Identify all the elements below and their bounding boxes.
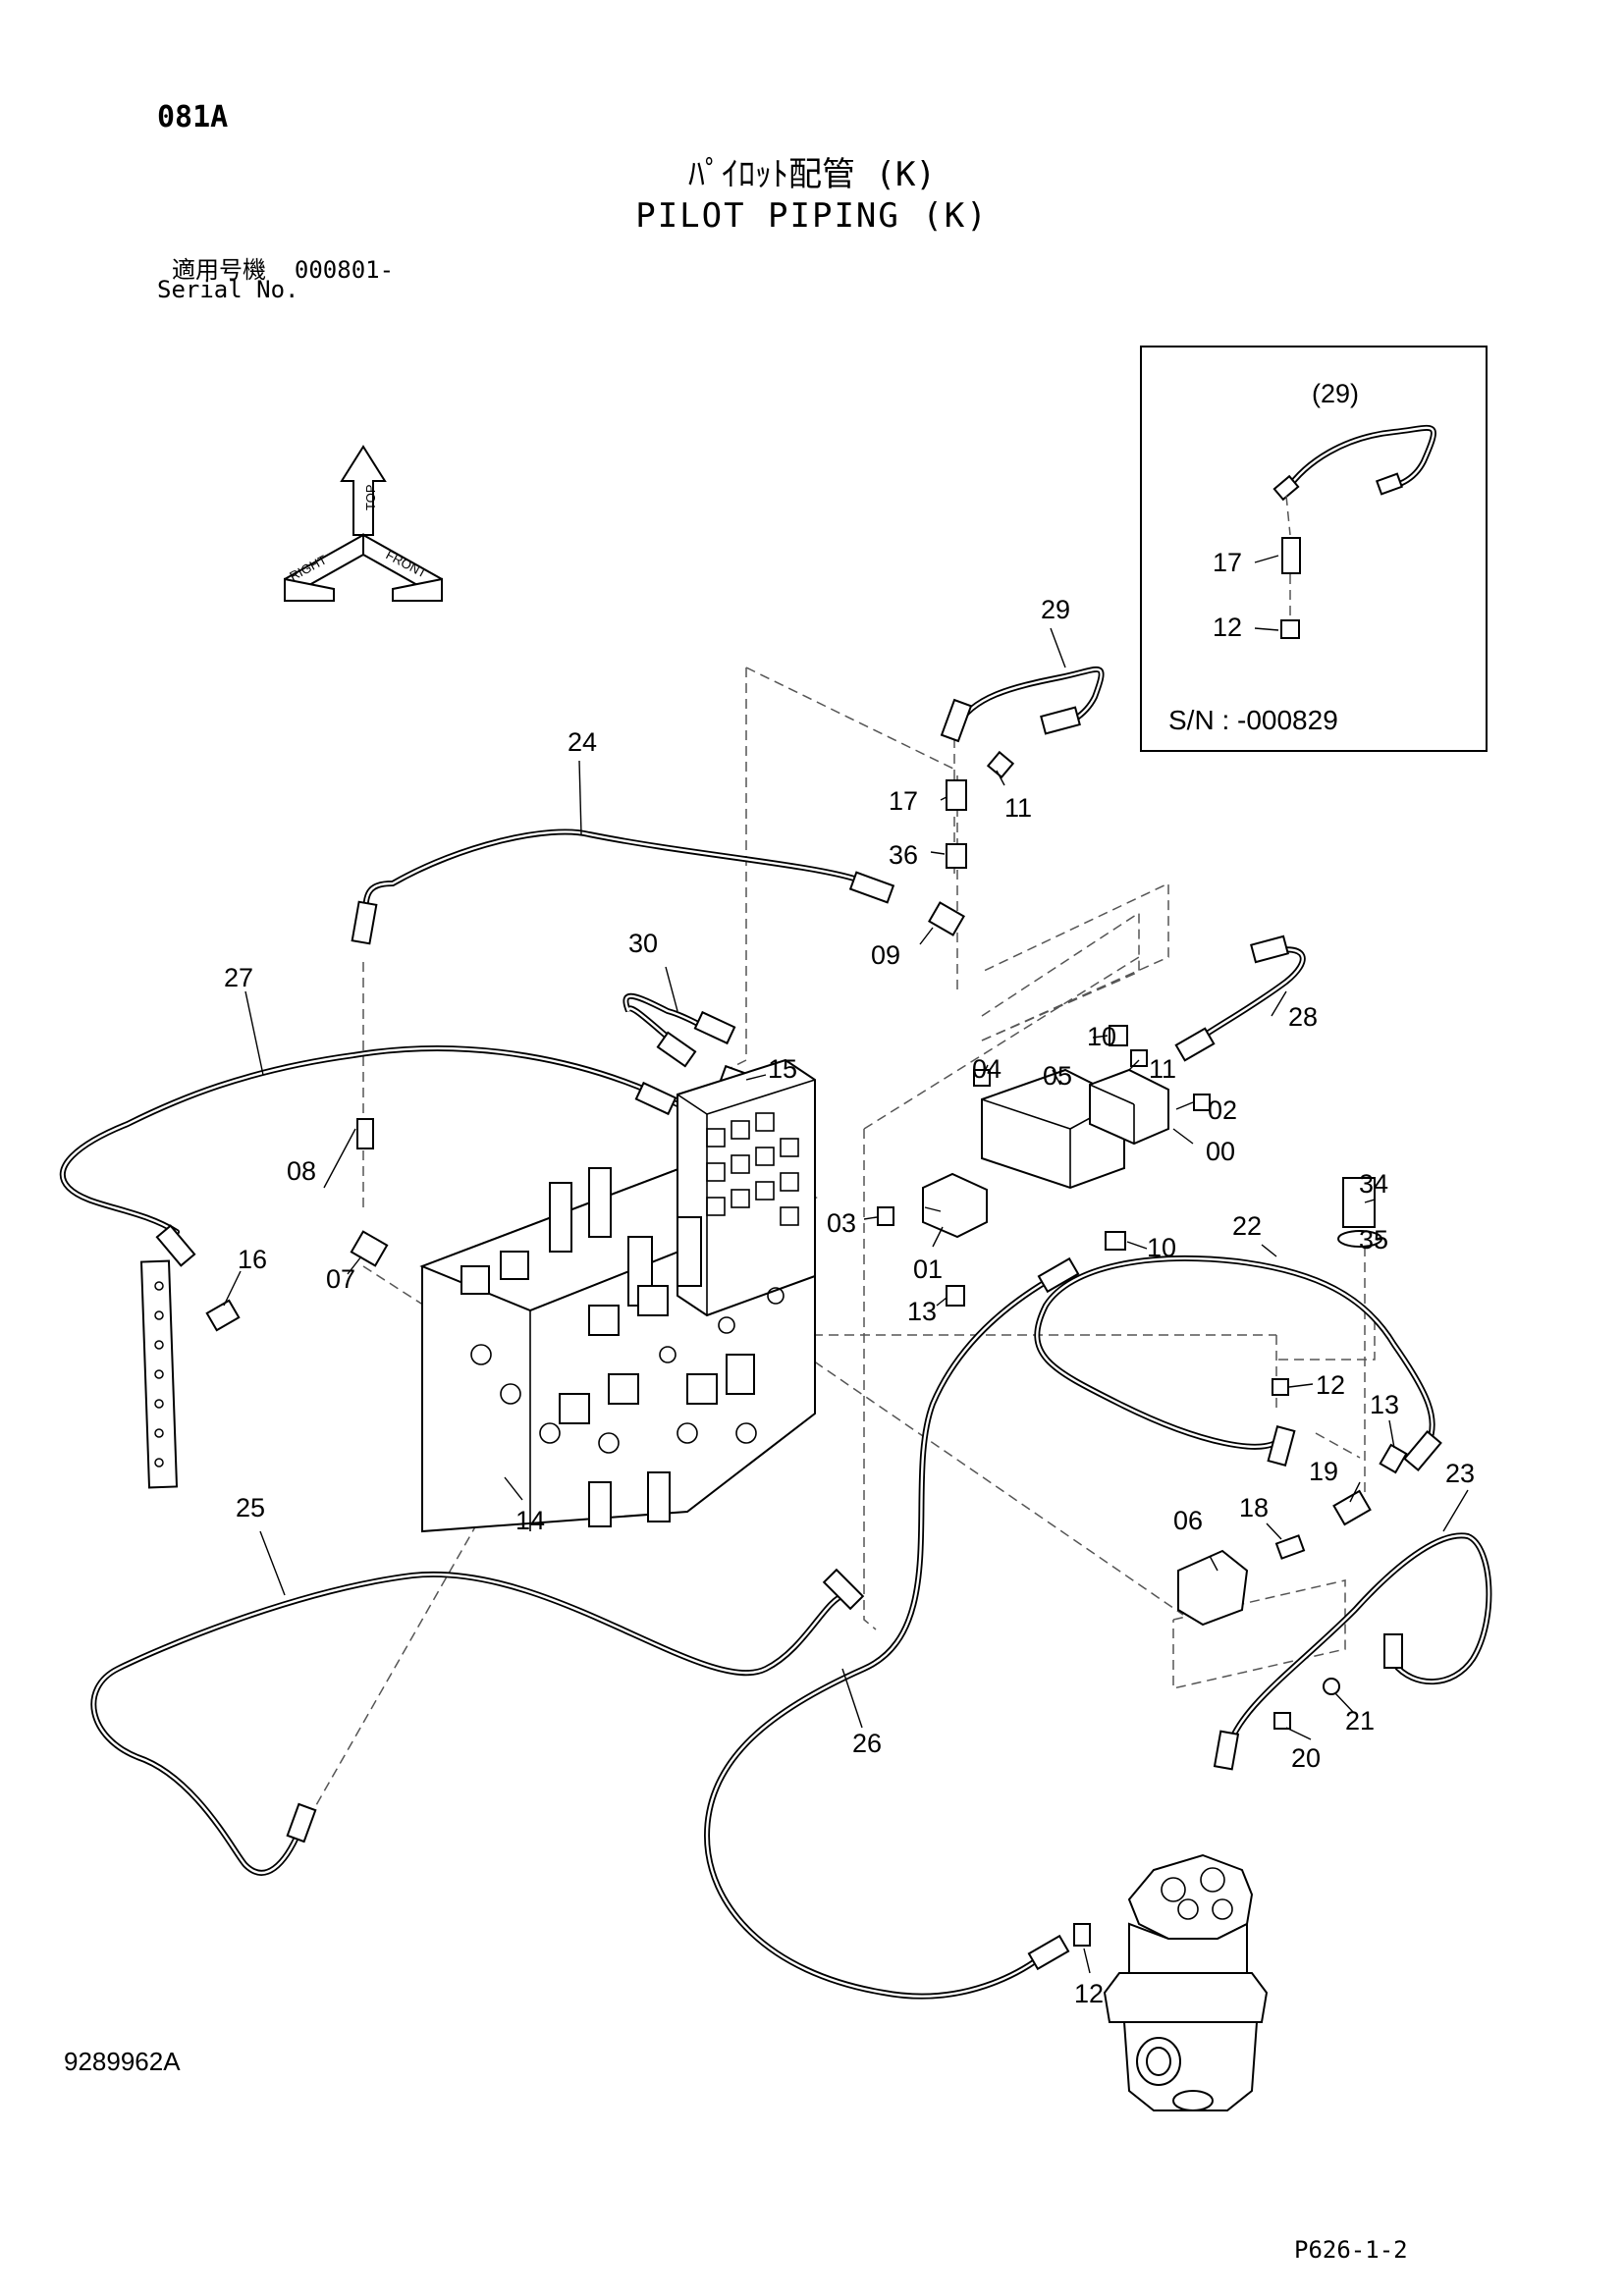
part-label-18: 18 xyxy=(1239,1493,1269,1522)
leader-lines xyxy=(223,627,1469,1974)
serial-variant-inset: (29) 17 12 xyxy=(1140,346,1488,752)
part-label-27: 27 xyxy=(224,963,253,992)
orientation-indicator: TOP RIGHT FRONT xyxy=(284,445,443,602)
part-label-22: 22 xyxy=(1232,1211,1262,1241)
part-label-13-left: 13 xyxy=(907,1297,937,1326)
part-label-36: 36 xyxy=(889,840,918,870)
page-reference: P626-1-2 xyxy=(1294,2236,1408,2264)
elbow-fitting-16 xyxy=(205,1299,241,1332)
part-label-28: 28 xyxy=(1288,1002,1318,1032)
orientation-top-label: TOP xyxy=(363,485,378,511)
part-label-05: 05 xyxy=(1043,1061,1072,1091)
elbow-fitting-13-left xyxy=(946,1285,965,1307)
part-label-26: 26 xyxy=(852,1729,882,1758)
serial-value: 000801- xyxy=(294,256,395,284)
inset-label-17: 17 xyxy=(1213,548,1242,577)
hose-30 xyxy=(623,992,725,1048)
connector-18 xyxy=(1274,1534,1306,1560)
part-label-08: 08 xyxy=(287,1156,316,1186)
part-label-24: 24 xyxy=(568,727,597,757)
hose-27 xyxy=(59,1045,680,1235)
tee-fitting-17 xyxy=(946,779,967,811)
inset-frame xyxy=(1140,346,1488,752)
hose-29 xyxy=(954,667,1105,731)
part-label-06: 06 xyxy=(1173,1506,1203,1535)
fittings xyxy=(205,750,1408,1947)
bolt-02 xyxy=(1193,1094,1211,1111)
part-label-00: 00 xyxy=(1206,1137,1235,1166)
part-labels: 29 24 17 11 36 09 30 27 28 10 15 11 04 0… xyxy=(224,595,1475,2008)
hose-26 xyxy=(703,1273,1058,2000)
part-label-07: 07 xyxy=(326,1264,355,1294)
part-label-02: 02 xyxy=(1208,1095,1237,1125)
part-label-15: 15 xyxy=(768,1054,797,1084)
part-label-25: 25 xyxy=(236,1493,265,1522)
hose-22 xyxy=(1034,1255,1435,1450)
part-label-04: 04 xyxy=(972,1054,1001,1084)
inset-label-12: 12 xyxy=(1213,613,1242,642)
components xyxy=(139,1068,1249,1627)
connector-08 xyxy=(356,1118,374,1149)
part-label-03: 03 xyxy=(827,1208,856,1238)
part-label-34: 34 xyxy=(1359,1169,1388,1199)
hose-end-fittings xyxy=(155,698,1442,1971)
control-valve-assembly xyxy=(419,1058,818,1533)
bolt-04 xyxy=(973,1069,991,1087)
filter-34 xyxy=(1342,1177,1376,1228)
elbow-fitting-10-lower xyxy=(1105,1231,1126,1251)
serial-applicability: 適用号機 000801- xyxy=(172,250,394,285)
adapter-36 xyxy=(946,843,967,869)
plug-12-right xyxy=(1272,1378,1289,1396)
title-japanese: ﾊﾟｲﾛｯﾄ配管 (K) xyxy=(688,155,936,194)
part-label-09: 09 xyxy=(871,940,900,970)
hose-23 xyxy=(1224,1532,1492,1755)
elbow-fitting-10-upper xyxy=(1109,1025,1128,1046)
inset-label-29: (29) xyxy=(1312,379,1359,408)
part-label-29: 29 xyxy=(1041,595,1070,624)
part-label-19: 19 xyxy=(1309,1457,1338,1486)
part-label-11-lower: 11 xyxy=(1149,1054,1176,1084)
valve-19 xyxy=(1332,1489,1372,1526)
elbow-fitting-07 xyxy=(350,1230,389,1267)
serial-label-japanese: 適用号機 xyxy=(172,256,266,284)
part-label-23: 23 xyxy=(1445,1459,1475,1488)
part-label-21: 21 xyxy=(1345,1706,1375,1735)
block-01 xyxy=(922,1172,988,1239)
part-label-12-bottom: 12 xyxy=(1074,1979,1104,2008)
connector-11-lower xyxy=(1130,1049,1148,1067)
part-label-11-upper: 11 xyxy=(1004,793,1032,823)
part-label-10-lower: 10 xyxy=(1147,1233,1176,1262)
solenoid-valve-05 xyxy=(981,1068,1125,1190)
part-label-30: 30 xyxy=(628,929,658,958)
part-label-13-right: 13 xyxy=(1370,1390,1399,1419)
elbow-fitting-11-upper xyxy=(986,750,1015,779)
part-label-17: 17 xyxy=(889,786,918,816)
document-number: 9289962A xyxy=(64,2047,181,2076)
bolt-03 xyxy=(877,1206,894,1226)
part-label-14: 14 xyxy=(515,1506,545,1535)
elbow-fitting-13-right xyxy=(1379,1443,1408,1474)
part-label-12-right: 12 xyxy=(1316,1370,1345,1400)
inset-tee-fitting xyxy=(1281,537,1301,574)
part-label-20: 20 xyxy=(1291,1743,1321,1773)
inset-serial-range: S/N : -000829 xyxy=(1168,705,1338,735)
washer-21 xyxy=(1323,1678,1340,1695)
title-english: PILOT PIPING (K) xyxy=(635,196,989,236)
swivel-joint xyxy=(1103,1853,1269,2111)
part-label-10-upper: 10 xyxy=(1087,1022,1116,1051)
plug-12-bottom xyxy=(1073,1923,1091,1947)
part-label-35: 35 xyxy=(1359,1225,1388,1255)
elbow-fitting-09 xyxy=(928,901,965,936)
hose-25 xyxy=(90,1571,847,1876)
page-code: 081A xyxy=(157,100,229,134)
serial-label-english: Serial No. xyxy=(157,276,299,303)
nut-20 xyxy=(1273,1712,1291,1730)
bracket-06 xyxy=(1177,1549,1249,1627)
part-label-16: 16 xyxy=(238,1245,267,1274)
inset-plug xyxy=(1280,619,1300,639)
hose-24 xyxy=(360,828,892,940)
part-label-01: 01 xyxy=(913,1255,943,1284)
assembly-guide-lines xyxy=(303,667,1376,1827)
